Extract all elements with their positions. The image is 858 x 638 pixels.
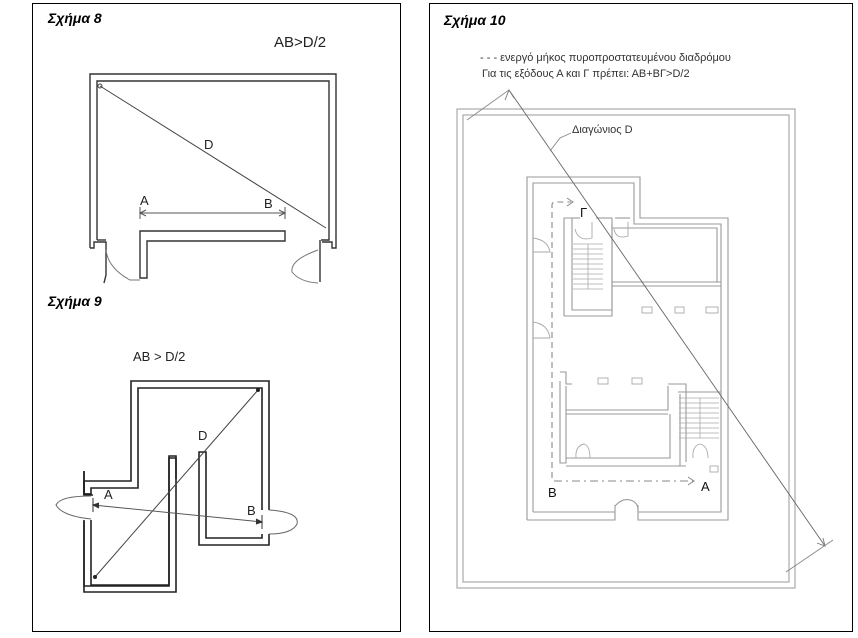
fig9-label-d: D xyxy=(198,428,208,443)
fig10-stairs-bottom xyxy=(679,397,719,439)
fig8-door-left xyxy=(105,249,140,281)
fig8-outer-wall xyxy=(89,73,337,249)
fig8-label-b: B xyxy=(264,196,273,211)
fig8-label-a: A xyxy=(140,193,149,208)
fig10-stairs-top xyxy=(573,243,603,290)
fig9-dimension-ab xyxy=(92,504,263,523)
fig8-label-d: D xyxy=(204,137,214,152)
figure-8-formula: AB>D/2 xyxy=(274,34,327,51)
fig10-label-g: Γ xyxy=(580,205,588,220)
fig9-door-left xyxy=(55,495,92,520)
fig9-label-b: B xyxy=(247,503,256,518)
fig10-path-bg xyxy=(551,201,571,478)
fig8-door-right xyxy=(291,249,319,284)
fig9-door-right xyxy=(268,509,298,535)
fig8-diagonal-start xyxy=(97,83,103,89)
fig10-diagonal-label: Διαγώνιος D xyxy=(572,124,633,136)
fig10-label-b: B xyxy=(548,485,557,500)
fig9-label-a: A xyxy=(104,487,113,502)
fig10-site-inner xyxy=(462,114,790,583)
fig10-label-a: A xyxy=(701,479,710,494)
figure-8-title: Σχήμα 8 xyxy=(48,10,102,26)
figure-10-title: Σχήμα 10 xyxy=(444,12,506,28)
right-panel xyxy=(429,3,853,632)
figure-9-title: Σχήμα 9 xyxy=(48,293,102,309)
fig10-legend-line1: - - - ενεργό μήκος πυροπροστατευμένου δι… xyxy=(480,52,731,64)
fig8-diagonal-d xyxy=(99,85,327,229)
fig10-diagonal-d xyxy=(508,89,826,547)
fig10-building-inner xyxy=(532,182,722,513)
left-panel xyxy=(32,3,401,632)
fig10-site-outer xyxy=(456,108,796,589)
fig8-inner-wall xyxy=(96,80,330,241)
fig8-partition-wall xyxy=(139,230,286,279)
figure-9-formula: AB > D/2 xyxy=(133,349,186,364)
fig10-building-outer xyxy=(526,176,729,521)
fig9-diagonal-d xyxy=(94,389,259,578)
fig10-legend-line2: Για τις εξόδους Α και Γ πρέπει: ΑΒ+ΒΓ>D/… xyxy=(482,68,690,80)
